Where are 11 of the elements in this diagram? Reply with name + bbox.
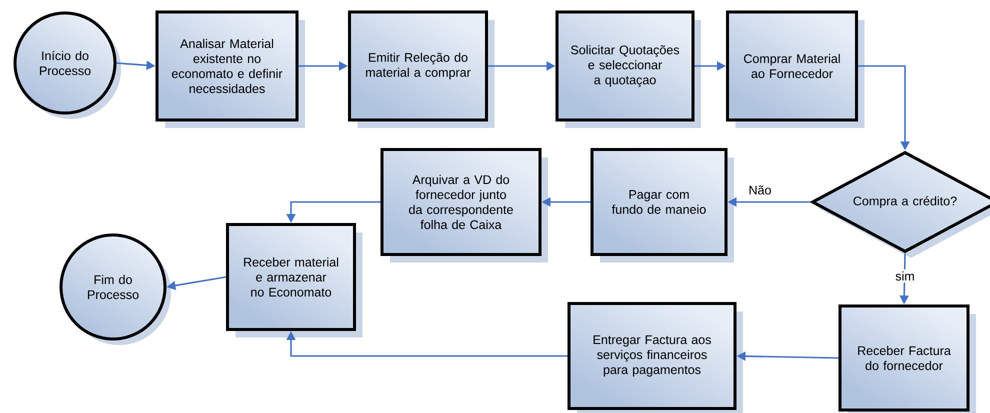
process-box: Entregar Factura aos serviços financeiros para pagamentos <box>568 302 743 413</box>
edge-label: sim <box>893 269 917 283</box>
process-box: Arquivar a VD do fornecedor junto da correspondente folha de Caixa <box>380 148 548 262</box>
process-box: Solicitar Quotações e seleccionar a quotaçao <box>556 10 701 128</box>
process-box: Analisar Material existente no economato e definir necessidades <box>156 10 305 128</box>
process-box: Receber Factura do fornecedor <box>838 304 976 413</box>
process-box: Receber material e armazenar no Economato <box>226 223 362 338</box>
process-box: Comprar Material ao Fornecedor <box>726 10 864 128</box>
edge-label: Não <box>746 183 774 197</box>
process-box: Emitir Releção do material a comprar <box>348 10 494 128</box>
process-box: Pagar com fundo de maneio <box>590 148 734 262</box>
